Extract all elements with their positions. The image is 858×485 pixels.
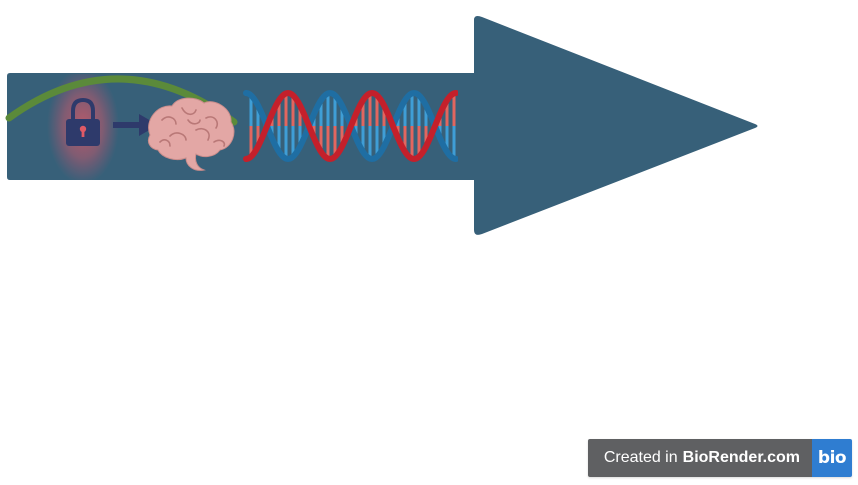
watermark-prefix: Created in: [603, 449, 678, 466]
brain-icon: [147, 97, 235, 171]
big-arrow-shape: [7, 16, 758, 235]
biorender-logo-icon: bio: [812, 439, 852, 477]
lock-icon: [66, 97, 100, 146]
dna-strand-red: [243, 89, 458, 163]
biorender-watermark: Created in BioRender.com bio: [587, 439, 852, 477]
watermark-brand: BioRender.com: [682, 449, 800, 466]
dna-helix-icon: [243, 89, 458, 163]
watermark-text: Created in BioRender.com: [587, 439, 812, 477]
